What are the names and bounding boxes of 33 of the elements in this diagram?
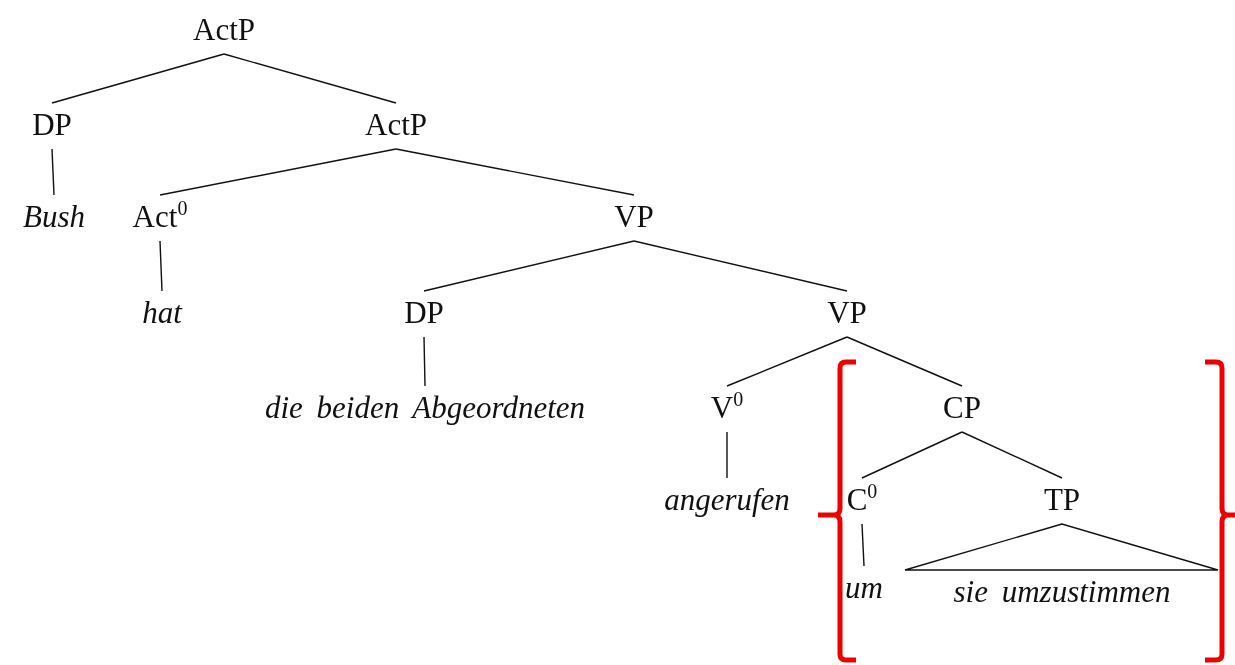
category-label: V$^{0}$ [710, 386, 744, 430]
category-label: VP [827, 291, 867, 335]
branch-line [423, 336, 426, 387]
branch-line [51, 148, 55, 196]
branch-line [726, 431, 728, 479]
branch-line [861, 431, 963, 479]
word-label: hat [142, 291, 182, 335]
word-label: angerufen [664, 478, 790, 522]
category-label: ActP [193, 8, 255, 52]
word-label: sie umzustimmen [953, 570, 1171, 614]
branch-line [223, 53, 397, 104]
category-label: ActP [365, 103, 427, 147]
branch-line [395, 148, 635, 196]
category-label: C$^{0}$ [846, 478, 878, 522]
category-label: CP [943, 386, 981, 430]
branch-line [846, 336, 963, 387]
branch-line [423, 240, 635, 292]
branch-line [159, 148, 397, 196]
category-label: VP [614, 195, 654, 239]
branch-line [633, 240, 848, 292]
category-label: DP [32, 103, 72, 147]
branch-line [51, 53, 225, 104]
branch-line [159, 240, 163, 292]
category-label: DP [404, 291, 444, 335]
triangle [904, 523, 1219, 571]
category-label: TP [1043, 478, 1081, 522]
branch-line [726, 336, 848, 387]
branch-line [961, 431, 1063, 479]
category-label: Act$^{0}$ [132, 195, 188, 239]
branch-line [861, 523, 865, 567]
word-label: um [845, 566, 883, 610]
word-label: die beiden Abgeordneten [264, 386, 586, 430]
word-label: Bush [23, 195, 85, 239]
